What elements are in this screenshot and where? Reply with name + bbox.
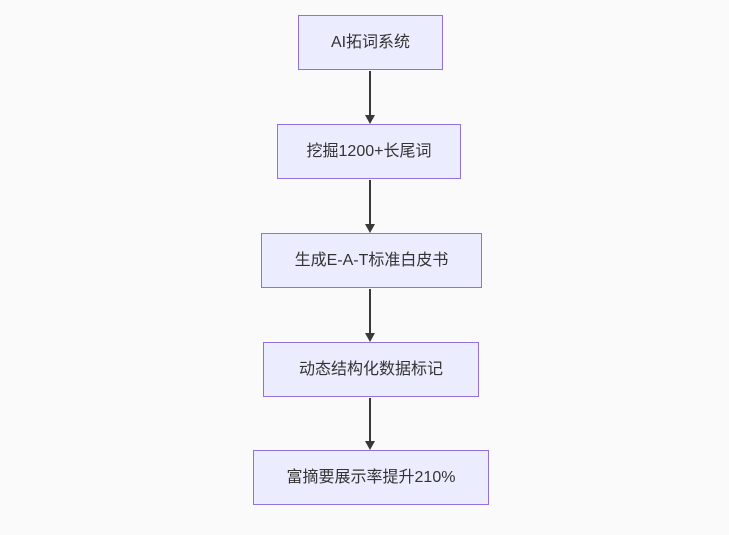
flow-node-rich-snippet-rate-increase: 富摘要展示率提升210%: [253, 450, 489, 505]
arrowhead-down-icon: [365, 224, 375, 233]
flow-node-mine-longtail-keywords: 挖掘1200+长尾词: [277, 124, 461, 179]
edge-line: [369, 289, 371, 333]
edge-n2-n3: [364, 180, 376, 233]
arrowhead-down-icon: [365, 115, 375, 124]
flow-node-generate-eat-whitepaper: 生成E-A-T标准白皮书: [261, 233, 482, 288]
arrowhead-down-icon: [365, 333, 375, 342]
edge-n3-n4: [364, 289, 376, 342]
edge-line: [369, 398, 371, 441]
arrowhead-down-icon: [365, 441, 375, 450]
edge-line: [369, 180, 371, 224]
edge-n4-n5: [364, 398, 376, 450]
edge-line: [369, 71, 371, 115]
flow-node-ai-word-expansion-system: AI拓词系统: [298, 15, 443, 70]
edge-n1-n2: [364, 71, 376, 124]
flow-node-dynamic-structured-data-markup: 动态结构化数据标记: [263, 342, 479, 397]
